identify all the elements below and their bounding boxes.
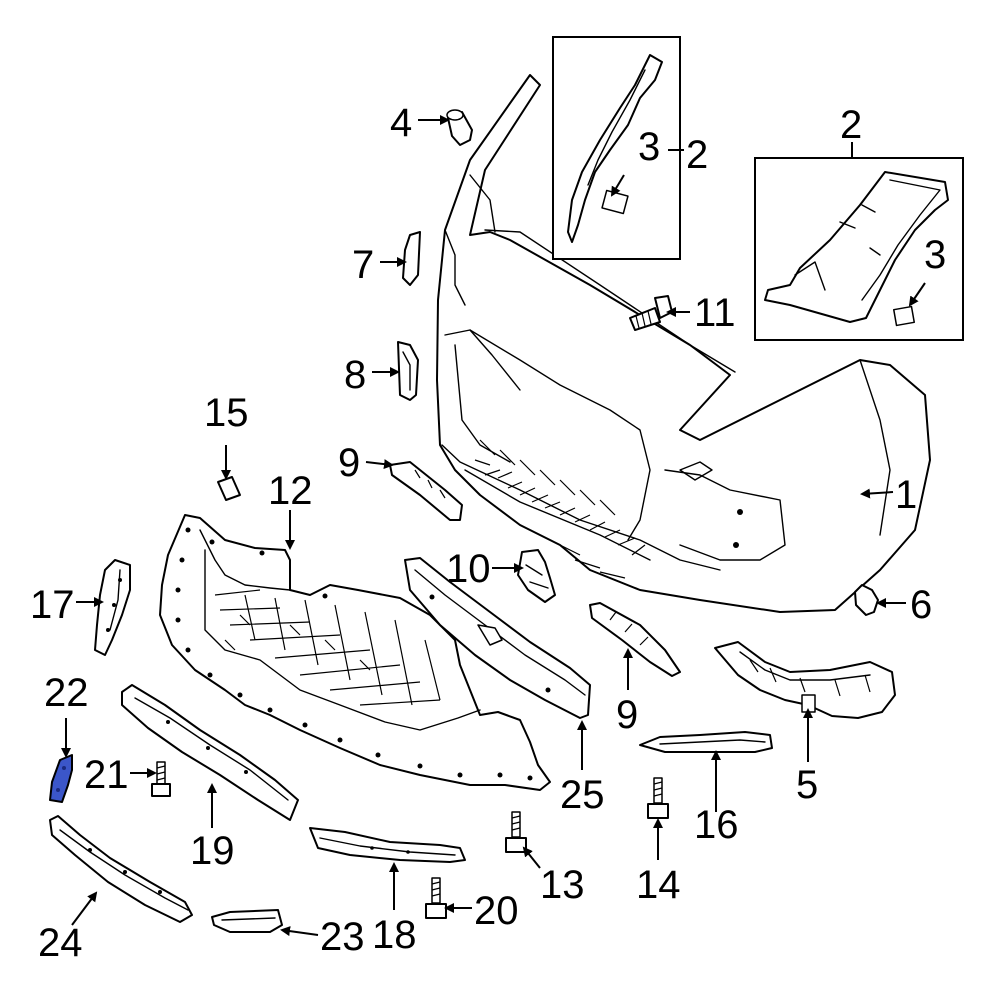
part-16-trim[interactable] bbox=[639, 731, 773, 753]
part-24-guide[interactable] bbox=[49, 815, 193, 923]
callout-24: 24 bbox=[38, 921, 83, 965]
part-1-bumper-cover[interactable] bbox=[436, 74, 931, 613]
callout-10: 10 bbox=[446, 547, 491, 591]
callout-14: 14 bbox=[636, 863, 681, 907]
callout-20: 20 bbox=[474, 889, 519, 933]
part-25-reinforcement-bar[interactable] bbox=[404, 557, 591, 719]
callout-18: 18 bbox=[372, 913, 417, 957]
callout-23: 23 bbox=[320, 915, 365, 959]
part-15-pad[interactable] bbox=[217, 476, 241, 501]
part-13-bolt[interactable] bbox=[505, 811, 527, 853]
callout-16: 16 bbox=[694, 803, 739, 847]
callout-11: 11 bbox=[694, 291, 736, 335]
callout-19: 19 bbox=[190, 829, 235, 873]
part-8-reflector[interactable] bbox=[397, 341, 419, 401]
callout-4: 4 bbox=[390, 101, 412, 145]
part-7-bracket[interactable] bbox=[402, 231, 421, 286]
callout-22: 22 bbox=[44, 671, 89, 715]
part-9-lower-bracket[interactable] bbox=[589, 602, 681, 677]
part-6-clip[interactable] bbox=[854, 584, 879, 616]
callout-3-upper: 3 bbox=[638, 125, 660, 169]
callout-1: 1 bbox=[895, 473, 917, 517]
callout-9-upper: 9 bbox=[338, 441, 360, 485]
part-12-splash-shield[interactable] bbox=[159, 514, 551, 791]
part-4-clip[interactable] bbox=[446, 109, 473, 146]
callout-7: 7 bbox=[352, 243, 374, 287]
callout-3-right: 3 bbox=[924, 233, 946, 277]
callout-12: 12 bbox=[268, 469, 313, 513]
callout-17: 17 bbox=[30, 583, 75, 627]
callout-25: 25 bbox=[560, 773, 605, 817]
callout-labels: 1 2 2 3 3 4 5 6 7 8 9 9 10 11 12 13 14 1… bbox=[30, 101, 946, 965]
part-20-bolt[interactable] bbox=[425, 877, 447, 919]
part-5-bracket[interactable] bbox=[714, 641, 896, 719]
part-10-bracket[interactable] bbox=[517, 549, 556, 603]
part-22-bracket[interactable] bbox=[49, 754, 73, 803]
part-19-absorber[interactable] bbox=[121, 684, 299, 821]
callout-2-upper: 2 bbox=[686, 133, 708, 177]
part-21-bolt[interactable] bbox=[151, 761, 171, 797]
callout-15: 15 bbox=[204, 391, 249, 435]
part-14-bolt[interactable] bbox=[647, 777, 669, 819]
callout-6: 6 bbox=[910, 583, 932, 627]
inset-frame-upper bbox=[552, 36, 681, 260]
callout-9-lower: 9 bbox=[616, 693, 638, 737]
leader-lines bbox=[61, 115, 926, 937]
callout-8: 8 bbox=[344, 353, 366, 397]
part-18-bracket[interactable] bbox=[309, 827, 466, 863]
callout-2-right: 2 bbox=[840, 103, 862, 147]
part-17-bracket[interactable] bbox=[94, 559, 131, 656]
part-23-bracket[interactable] bbox=[211, 909, 283, 933]
inset-frame-right bbox=[754, 157, 964, 341]
callout-13: 13 bbox=[540, 863, 585, 907]
callout-21: 21 bbox=[84, 753, 129, 797]
part-9-upper-bracket[interactable] bbox=[389, 461, 463, 521]
callout-5: 5 bbox=[796, 763, 818, 807]
